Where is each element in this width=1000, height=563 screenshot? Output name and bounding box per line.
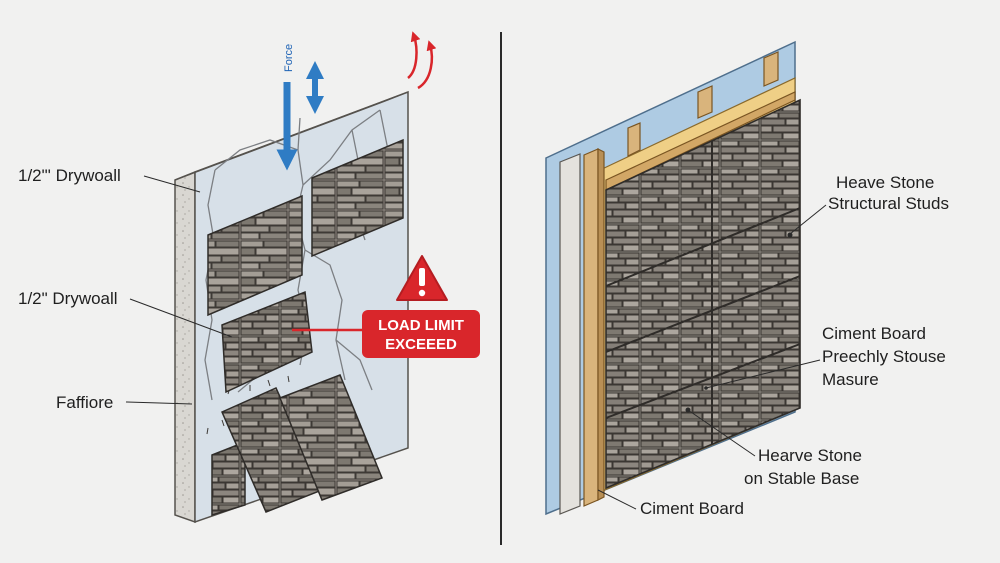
- label-board-line-3: Masure: [822, 370, 879, 389]
- right-panel: Heave Stone Structural Studs Ciment Boar…: [545, 40, 949, 518]
- warning-box: [362, 310, 480, 358]
- label-studs-line-2: Structural Studs: [828, 194, 949, 213]
- label-ciment-board: Ciment Board: [640, 499, 744, 518]
- stone-cladding: [605, 98, 801, 490]
- stone-panel-upper-left: [207, 194, 303, 317]
- label-base-line-1: Hearve Stone: [758, 446, 862, 465]
- cement-board-edge: [559, 153, 581, 515]
- stone-panel-middle-tilted: [221, 290, 313, 394]
- label-board-line-2: Preechly Stouse: [822, 347, 946, 366]
- stone-panel-bottom-left: [211, 440, 246, 517]
- label-failure: Faffiore: [56, 393, 113, 412]
- warning-line-1: LOAD LIMIT: [378, 317, 464, 334]
- label-drywall-top: 1/2"' Drywoall: [18, 166, 121, 185]
- red-crack-arrows: [407, 31, 437, 90]
- wood-studs: [583, 51, 796, 507]
- drywall-edge: [174, 170, 196, 524]
- force-arrows: Force: [276, 44, 324, 171]
- force-label: Force: [283, 44, 295, 72]
- left-panel: Force LOAD LIMIT EXCEEED 1/2"' Drywoall …: [18, 31, 480, 524]
- stone-panel-upper-right: [311, 138, 404, 258]
- label-base-line-2: on Stable Base: [744, 469, 859, 488]
- warning-callout: LOAD LIMIT EXCEEED: [292, 255, 480, 358]
- label-drywall-mid: 1/2" Drywoall: [18, 289, 118, 308]
- right-labels: Heave Stone Structural Studs Ciment Boar…: [597, 173, 949, 518]
- cladding-panel-seams: [605, 141, 801, 444]
- falling-stone-panel-2: [279, 374, 383, 501]
- label-board-line-1: Ciment Board: [822, 324, 926, 343]
- warning-line-2: EXCEEED: [385, 336, 457, 353]
- left-labels: 1/2"' Drywoall 1/2" Drywoall Faffiore: [18, 166, 233, 412]
- label-studs-line-1: Heave Stone: [836, 173, 934, 192]
- drywall-top-edge: [174, 91, 409, 181]
